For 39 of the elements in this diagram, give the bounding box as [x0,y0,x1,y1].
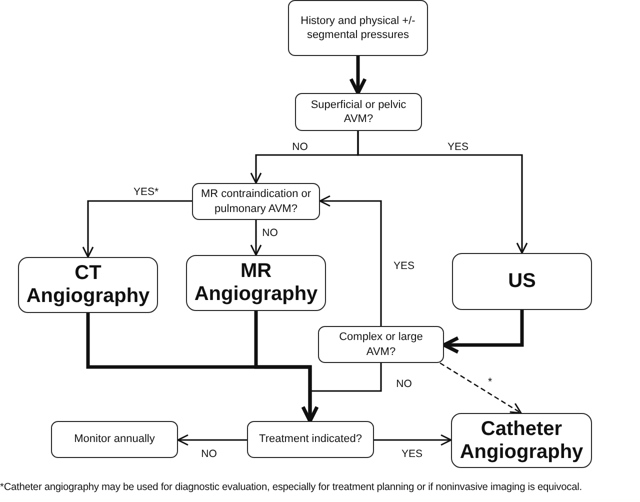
process-box [51,421,178,458]
arrow [82,200,192,258]
node-text: Superficial or pelvic AVM? [310,98,408,126]
result-box [452,253,592,310]
node-text: CT Angiography [25,262,151,308]
result-box [18,257,158,313]
result-box [451,413,592,468]
arrow [250,220,262,256]
node-text: Treatment indicated? [259,432,362,447]
node-text: Monitor annually [74,432,155,447]
node-text: Complex or large AVM? [338,330,424,359]
node-text: US [508,270,536,293]
arrow [177,434,247,446]
process-box [192,183,320,220]
process-box [247,421,374,458]
arrow [374,434,452,446]
edge-label: YES [400,448,424,460]
node-text: MR contraindication or pulmonary AVM? [200,187,312,216]
node-text: Catheter Angiography [458,418,584,464]
process-box [288,0,428,56]
arrow [440,362,522,414]
edge-label: NO [200,448,218,460]
edge-label: YES [392,260,416,272]
process-box [318,326,444,363]
process-box [295,93,422,131]
node-text: History and physical +/- segmental pressures [300,14,416,42]
edge-label: YES* [132,186,160,198]
edge-label: YES [446,141,470,153]
node-text: MR Angiography [193,260,319,306]
arrow [442,310,524,354]
arrow [349,56,367,95]
arrow [357,131,528,254]
result-box [186,255,326,311]
edge-label: NO [261,227,279,239]
edge-label: NO [291,141,309,153]
edge-label: NO [395,378,413,390]
footnote: *Catheter angiography may be used for diagnostic evaluation, especially for treatment planning or if noninvasive imaging is equivocal. [0,482,583,493]
arrow [254,311,319,423]
arrow [319,195,382,326]
